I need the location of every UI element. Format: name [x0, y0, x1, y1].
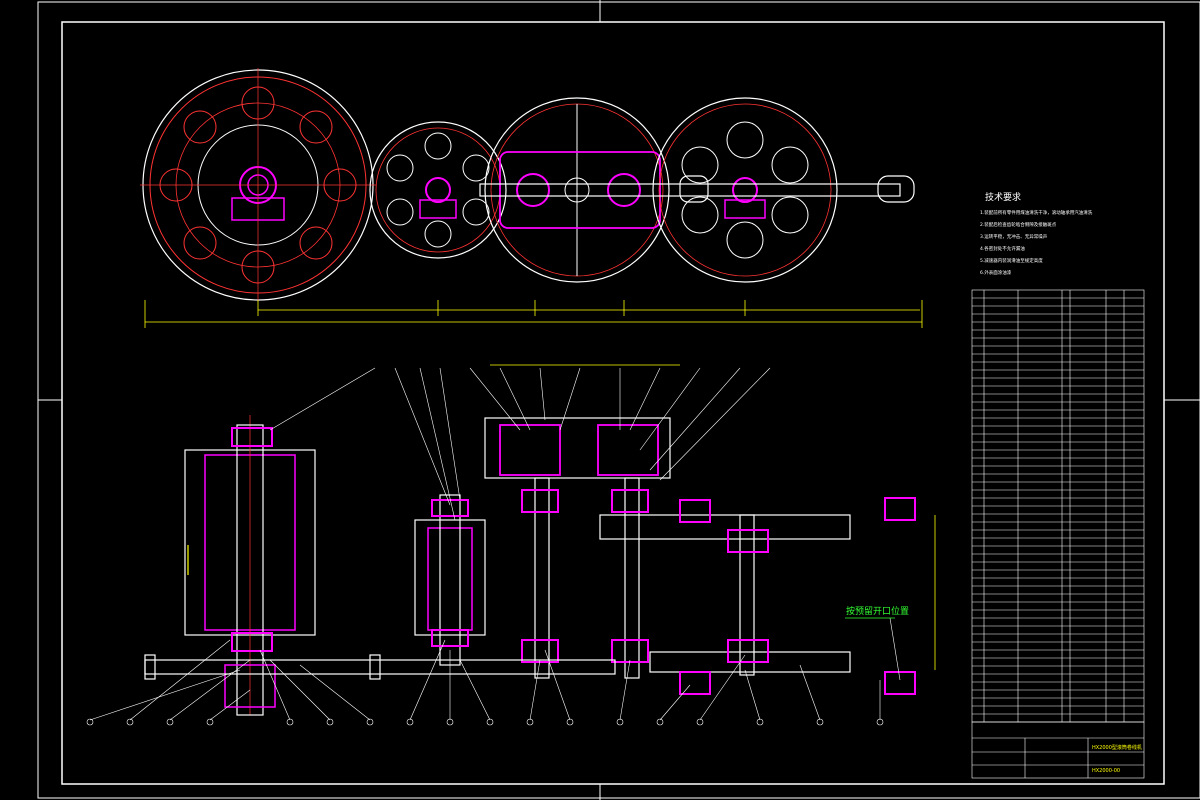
tech-note-6: 6.外表面涂油漆 [980, 269, 1012, 276]
parts-list-table [971, 289, 1145, 723]
inner-border [61, 21, 1165, 785]
title-block-name: HX2000型滚筒卷线机 [1092, 744, 1142, 751]
base-frame [144, 654, 616, 680]
outer-border [37, 1, 1200, 799]
tech-title: 技术要求 [985, 191, 1021, 203]
pulley-large-right [652, 97, 838, 283]
tech-note-4: 4.各密封处不允许漏油 [980, 245, 1025, 252]
tech-note-5: 5.减速器内装润滑油至规定高度 [980, 257, 1043, 264]
right-frame-section [599, 497, 936, 695]
title-block [971, 721, 1145, 779]
drive-shaft-top [479, 175, 915, 203]
tech-note-2: 2.装配后检查齿轮啮合侧隙及接触斑点 [980, 221, 1057, 228]
part-number-circles [86, 718, 884, 726]
centering-marks [38, 0, 1200, 800]
winding-drum [184, 415, 316, 716]
pulley-small [369, 121, 507, 259]
part-leaders [89, 367, 901, 721]
title-block-number: HX2000-00 [1092, 768, 1120, 774]
top-view [140, 68, 923, 328]
callout-note: 按预留开口位置 [846, 605, 909, 617]
section-view: 按预留开口位置 [86, 364, 936, 726]
tech-note-1: 1.装配前所有零件用煤油清洗干净，滚动轴承用汽油清洗 [980, 209, 1093, 216]
pulley-gearbox [484, 97, 670, 283]
tech-requirements: 技术要求 1.装配前所有零件用煤油清洗干净，滚动轴承用汽油清洗 2.装配后检查齿… [980, 191, 1093, 276]
tension-drum [414, 494, 486, 666]
gearbox-section [484, 364, 680, 679]
top-dimensions [144, 300, 923, 328]
tech-note-3: 3.运转平稳，无冲击、无异常噪声 [980, 233, 1048, 240]
pulley-large-left [140, 68, 376, 302]
